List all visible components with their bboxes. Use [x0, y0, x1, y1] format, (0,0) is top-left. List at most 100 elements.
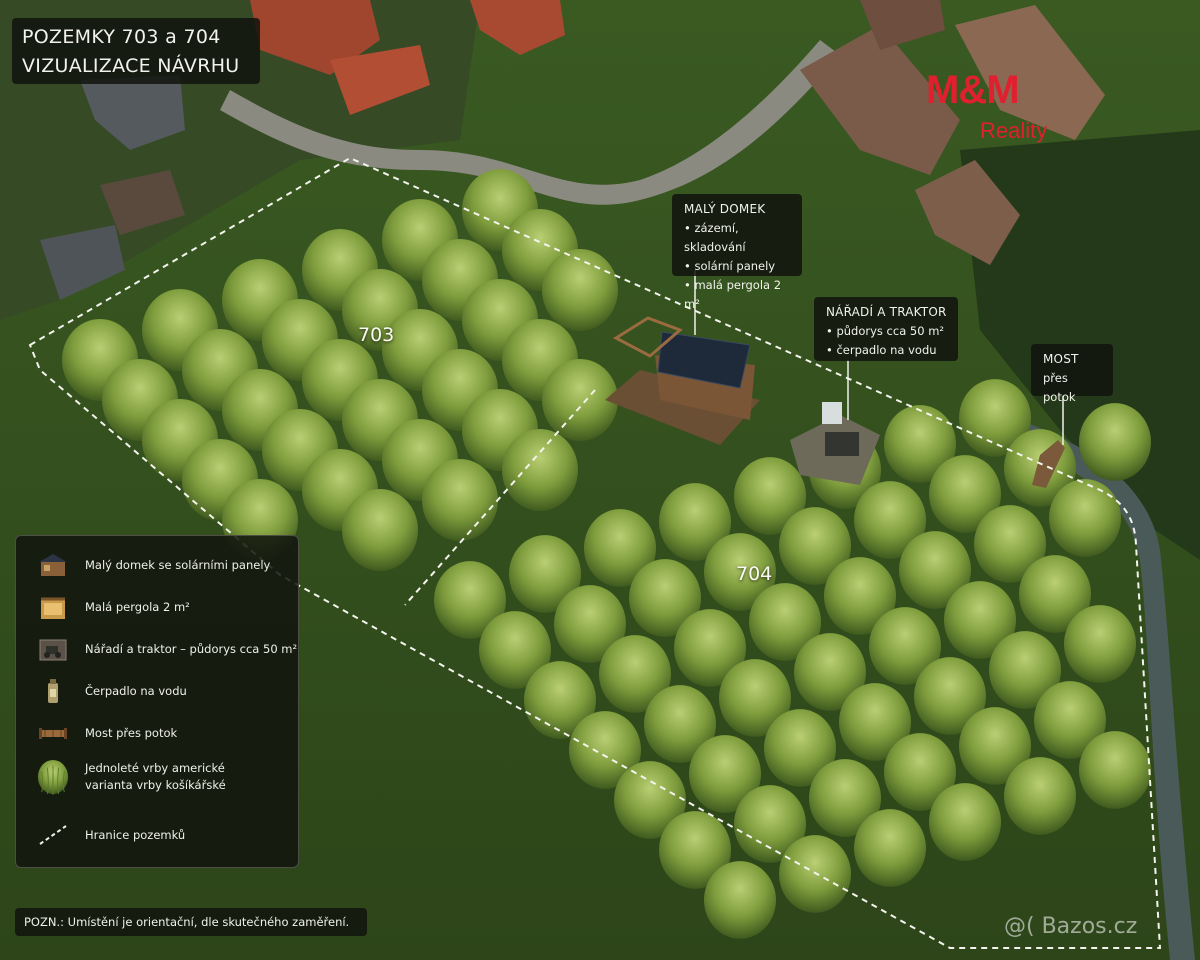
- willow-tree: [959, 707, 1031, 785]
- callout-title: MOST: [1043, 352, 1079, 366]
- legend-item-boundary: Hranice pozemků: [36, 818, 185, 852]
- house-roof: [80, 75, 185, 150]
- willow-tree: [929, 455, 1001, 533]
- willow-tree: [749, 583, 821, 661]
- willow-tree: [779, 835, 851, 913]
- willow-trees: [62, 168, 1151, 939]
- callout-item: čerpadlo na vodu: [826, 341, 948, 360]
- plot-label-704: 704: [736, 563, 773, 585]
- willow-tree: [974, 505, 1046, 583]
- plot-divider: [404, 389, 596, 606]
- pergola: [612, 316, 683, 358]
- callout-item: zázemí, skladování: [684, 219, 792, 257]
- willow-tree: [884, 733, 956, 811]
- willow-tree: [629, 559, 701, 637]
- willow-tree: [509, 535, 581, 613]
- legend-label: Malý domek se solárními panely: [85, 557, 271, 572]
- willow-tree: [542, 248, 618, 332]
- willow-tree: [1079, 731, 1151, 809]
- willow-tree: [1079, 403, 1151, 481]
- willow-tree: [342, 488, 418, 572]
- willow-tree: [944, 581, 1016, 659]
- willow-tree: [689, 735, 761, 813]
- legend-label-line-2: varianta vrby košíkářské: [85, 778, 226, 792]
- willow-tree: [989, 631, 1061, 709]
- brand-name: M&M: [926, 68, 1020, 112]
- title-line-1: POZEMKY 703 a 704: [22, 26, 221, 48]
- willow-tree: [584, 509, 656, 587]
- willow-tree: [502, 428, 578, 512]
- legend-item-pump: Čerpadlo na vodu: [36, 674, 187, 708]
- brand-logo: M&M Reality: [926, 68, 1066, 152]
- legend-item-bridge: Most přes potok: [36, 716, 177, 750]
- legend-item-pergola: Malá pergola 2 m²: [36, 590, 190, 624]
- legend-item-willow: Jednoleté vrby americké varianta vrby ko…: [36, 760, 226, 795]
- house-roof: [250, 0, 380, 75]
- willow-tree: [1004, 757, 1076, 835]
- willow-tree: [434, 561, 506, 639]
- willow-tree: [554, 585, 626, 663]
- callout-title: MALÝ DOMEK: [684, 202, 766, 216]
- boundary-line-icon: [36, 818, 70, 852]
- house-roof: [100, 170, 185, 235]
- road: [220, 40, 840, 205]
- willow-tree: [569, 711, 641, 789]
- willow-tree: [734, 457, 806, 535]
- tractor-icon: [36, 632, 70, 666]
- house-roof: [955, 5, 1105, 140]
- water-tank: [822, 402, 842, 424]
- willow-tree: [599, 635, 671, 713]
- title-line-2: VIZUALIZACE NÁVRHU: [22, 55, 240, 77]
- deck: [605, 370, 760, 445]
- cabin: [605, 316, 760, 445]
- callout-item: malá pergola 2 m²: [684, 276, 792, 314]
- willow-tree: [659, 811, 731, 889]
- willow-tree: [479, 611, 551, 689]
- willow-tree: [779, 507, 851, 585]
- legend-label: Nářadí a traktor – půdorys cca 50 m²: [85, 641, 298, 656]
- legend-label: Most přes potok: [85, 725, 178, 740]
- willow-tree: [884, 405, 956, 483]
- willow-tree: [719, 659, 791, 737]
- willow-tree: [1019, 555, 1091, 633]
- willow-tree-icon: [36, 760, 70, 795]
- house-roof: [800, 25, 960, 175]
- willow-tree: [869, 607, 941, 685]
- legend-panel: Malý domek se solárními panely Malá perg…: [15, 535, 299, 868]
- houses: [40, 0, 1105, 300]
- house-roof: [40, 225, 125, 300]
- callout-item: půdorys cca 50 m²: [826, 322, 948, 341]
- willow-tree: [854, 809, 926, 887]
- callout-naradi-traktor: NÁŘADÍ A TRAKTOR půdorys cca 50 m² čerpa…: [814, 297, 958, 361]
- watermark: @( Bazos.cz: [1004, 914, 1138, 939]
- house-roof: [915, 160, 1020, 265]
- willow-tree: [704, 861, 776, 939]
- water-pump-icon: [36, 674, 70, 708]
- willow-tree: [674, 609, 746, 687]
- legend-label: Čerpadlo na vodu: [85, 683, 187, 698]
- legend-label: Malá pergola 2 m²: [85, 599, 190, 614]
- willow-tree: [644, 685, 716, 763]
- willow-tree: [659, 483, 731, 561]
- plot-boundary: [28, 156, 1162, 949]
- willow-tree: [839, 683, 911, 761]
- solar-panels: [657, 331, 751, 389]
- tractor: [825, 432, 859, 456]
- brand-sub: Reality: [980, 118, 1048, 143]
- callout-subtitle: přes potok: [1043, 371, 1076, 404]
- legend-label-line-1: Jednoleté vrby americké: [85, 761, 225, 775]
- willow-tree: [854, 481, 926, 559]
- bridge-icon: [36, 716, 70, 750]
- pergola-icon: [36, 590, 70, 624]
- callout-title: NÁŘADÍ A TRAKTOR: [826, 305, 947, 319]
- willow-tree: [422, 458, 498, 542]
- willow-tree: [914, 657, 986, 735]
- willow-tree: [734, 785, 806, 863]
- house-roof: [860, 0, 945, 50]
- callout-most: MOST přes potok: [1031, 344, 1113, 404]
- willow-tree: [929, 783, 1001, 861]
- title-panel: POZEMKY 703 a 704 VIZUALIZACE NÁVRHU: [12, 18, 260, 84]
- willow-tree: [959, 379, 1031, 457]
- callout-item: solární panely: [684, 257, 792, 276]
